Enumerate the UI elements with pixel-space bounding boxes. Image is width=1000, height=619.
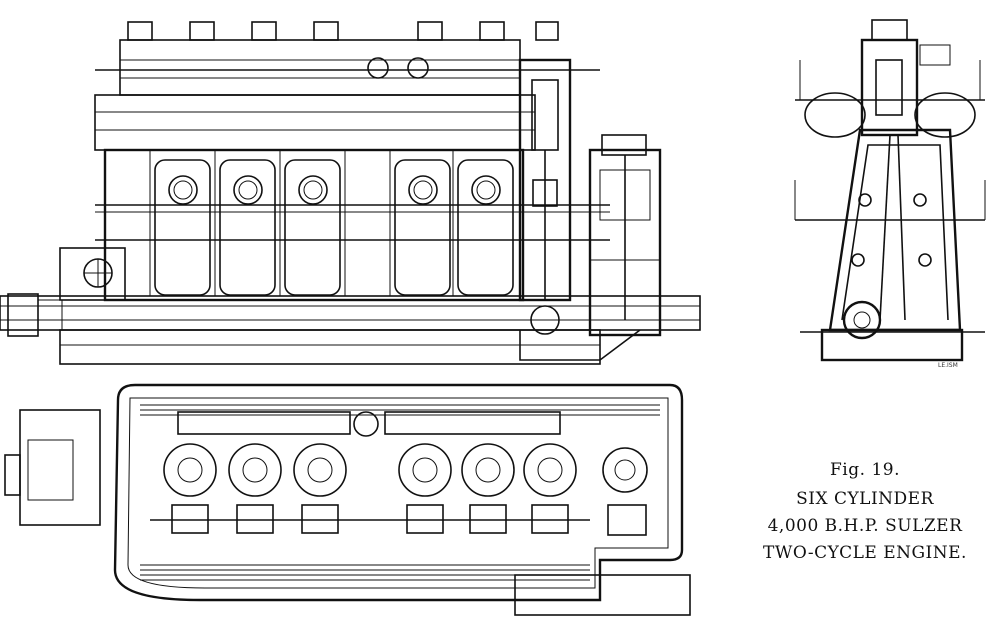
figure-number: Fig. 19. bbox=[830, 460, 900, 480]
caption-line-3: TWO-CYCLE ENGINE. bbox=[763, 543, 967, 563]
draftsman-signature: LE.ISM bbox=[938, 362, 958, 369]
side-elevation-view bbox=[0, 21, 701, 365]
caption-line-2: 4,000 B.H.P. SULZER bbox=[767, 516, 963, 536]
end-section-view bbox=[794, 19, 986, 362]
figure-caption: Fig. 19. SIX CYLINDER 4,000 B.H.P. SULZE… bbox=[740, 460, 990, 567]
plan-view bbox=[4, 383, 691, 616]
caption-line-1: SIX CYLINDER bbox=[796, 489, 934, 509]
